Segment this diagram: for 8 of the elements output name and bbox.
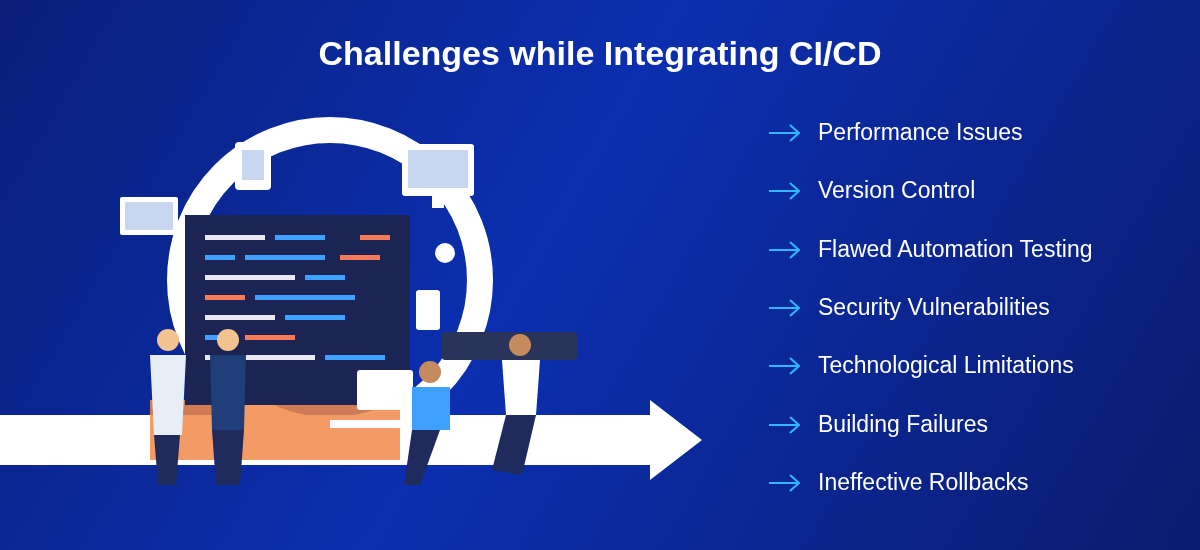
challenge-item: Performance Issues [818,119,1023,146]
challenge-item: Building Failures [818,410,989,438]
challenge-item: Ineffective Rollbacks [818,468,1029,496]
challenge-item: Security Vulnerabilities [818,293,1050,321]
title: Challenges while Integrating CI/CD [317,34,883,73]
challenge-item: Technological Limitations [818,352,1074,380]
challenge-item: Version Control [818,177,976,205]
challenge-item: Flawed Automation Testing [818,235,1093,263]
